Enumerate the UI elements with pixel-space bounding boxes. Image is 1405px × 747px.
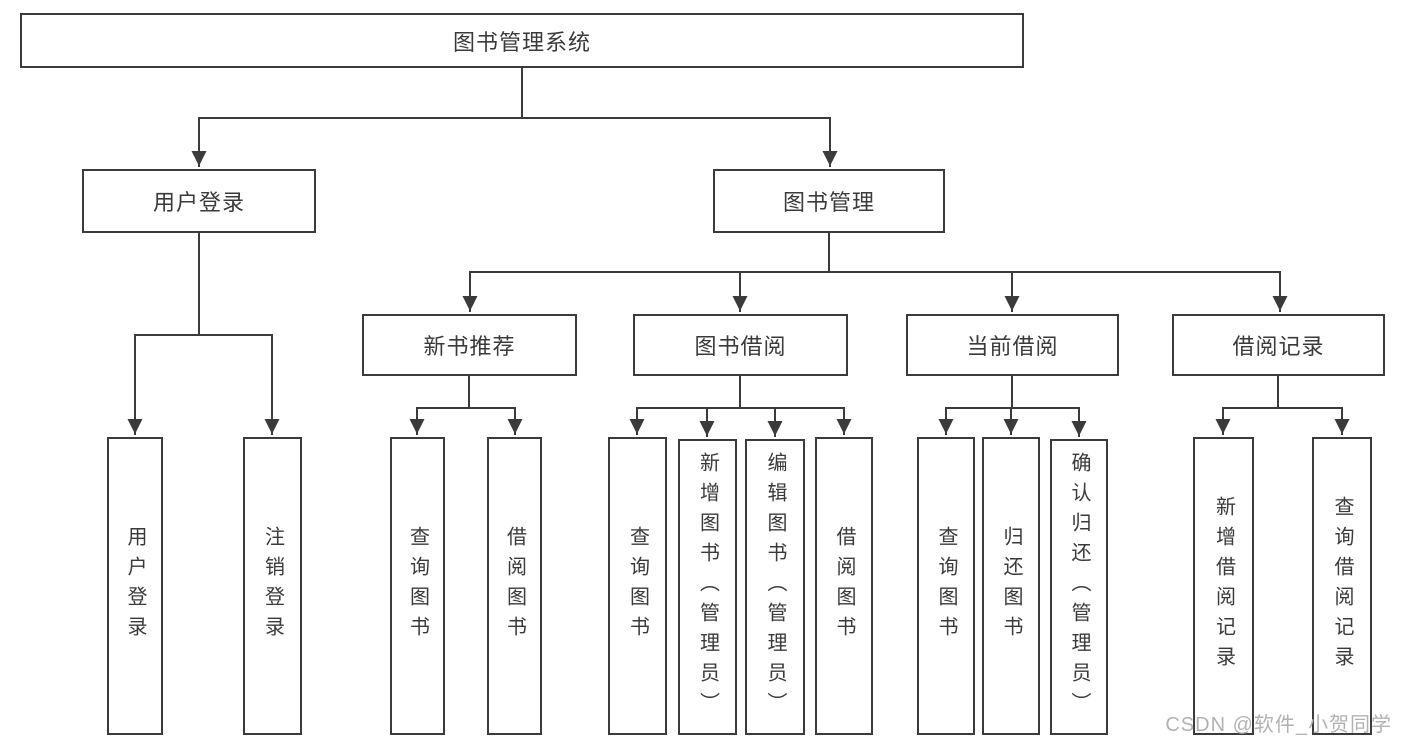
node-label: 注销登录 [261, 526, 284, 646]
node-label: 新增借阅记录 [1212, 496, 1235, 676]
leaf-query-books-2: 查询图书 [608, 437, 667, 735]
node-label: 借阅记录 [1232, 334, 1325, 359]
leaf-query-books-3: 查询图书 [917, 437, 975, 735]
node-new-book-recommend: 新书推荐 [362, 314, 577, 376]
node-label: 图书借阅 [694, 334, 787, 359]
node-label: 借阅图书 [503, 526, 526, 646]
leaf-borrow-books-1: 借阅图书 [487, 437, 542, 735]
node-label: 图书管理 [782, 190, 875, 215]
node-label: 用户登录 [152, 190, 245, 215]
node-label: 编辑图书（管理员） [764, 452, 786, 722]
leaf-add-book-admin: 新增图书（管理员） [678, 439, 737, 735]
leaf-return-book: 归还图书 [982, 437, 1040, 735]
leaf-logout: 注销登录 [243, 437, 302, 735]
node-label: 查询图书 [935, 526, 957, 646]
leaf-edit-book-admin: 编辑图书（管理员） [745, 439, 805, 735]
node-label: 归还图书 [1000, 526, 1022, 646]
node-label: 查询图书 [406, 526, 429, 646]
node-book-borrow: 图书借阅 [633, 314, 848, 376]
leaf-confirm-return-admin: 确认归还（管理员） [1050, 439, 1108, 735]
leaf-user-login: 用户登录 [107, 437, 163, 735]
node-current-borrow: 当前借阅 [906, 314, 1119, 376]
node-label: 查询借阅记录 [1331, 496, 1353, 676]
node-label: 图书管理系统 [452, 29, 591, 55]
csdn-watermark: CSDN @软件_小贺同学 [1165, 714, 1392, 736]
node-label: 用户登录 [124, 526, 146, 646]
leaf-borrow-books-2: 借阅图书 [815, 437, 873, 735]
node-user-login-branch: 用户登录 [82, 169, 316, 233]
node-borrow-records: 借阅记录 [1172, 314, 1385, 376]
node-label: 新书推荐 [423, 334, 516, 359]
node-label: 确认归还（管理员） [1068, 452, 1090, 722]
leaf-add-borrow-record: 新增借阅记录 [1193, 437, 1254, 735]
node-label: 新增图书（管理员） [696, 452, 719, 722]
node-label: 当前借阅 [966, 334, 1059, 359]
node-label: 查询图书 [626, 526, 649, 646]
node-book-management: 图书管理 [713, 169, 945, 233]
node-root-system: 图书管理系统 [20, 13, 1024, 68]
leaf-query-books-1: 查询图书 [390, 437, 445, 735]
node-label: 借阅图书 [833, 526, 855, 646]
leaf-query-borrow-record: 查询借阅记录 [1312, 437, 1372, 735]
